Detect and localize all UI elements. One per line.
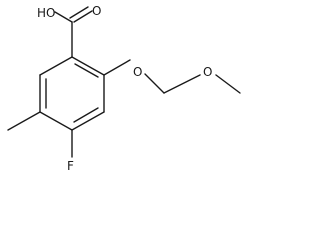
methoxy-oxygen-label: O (203, 65, 212, 79)
hydroxyl-label: HO (37, 6, 55, 20)
fluorine-label: F (67, 159, 74, 173)
ring-bond (39, 56, 73, 76)
ring-bond (71, 111, 105, 131)
molecule-structure: HO O O O F (7, 4, 241, 173)
ether-oxygen-label: O (133, 65, 142, 79)
carbonyl-double-bond (69, 6, 89, 19)
ring-bond (71, 56, 105, 76)
ether-bond (144, 73, 165, 94)
hydroxyl-bond (54, 11, 73, 23)
ether-bond (163, 74, 201, 94)
ring-double-bond (74, 63, 99, 78)
ring-double-bond (73, 107, 99, 123)
ring-bond (39, 111, 73, 131)
ether-bond (103, 59, 131, 76)
methyl-bond (215, 74, 241, 94)
carbonyl-double-bond (73, 10, 93, 23)
methyl-bond (7, 111, 41, 131)
carbonyl-oxygen-label: O (92, 4, 101, 18)
